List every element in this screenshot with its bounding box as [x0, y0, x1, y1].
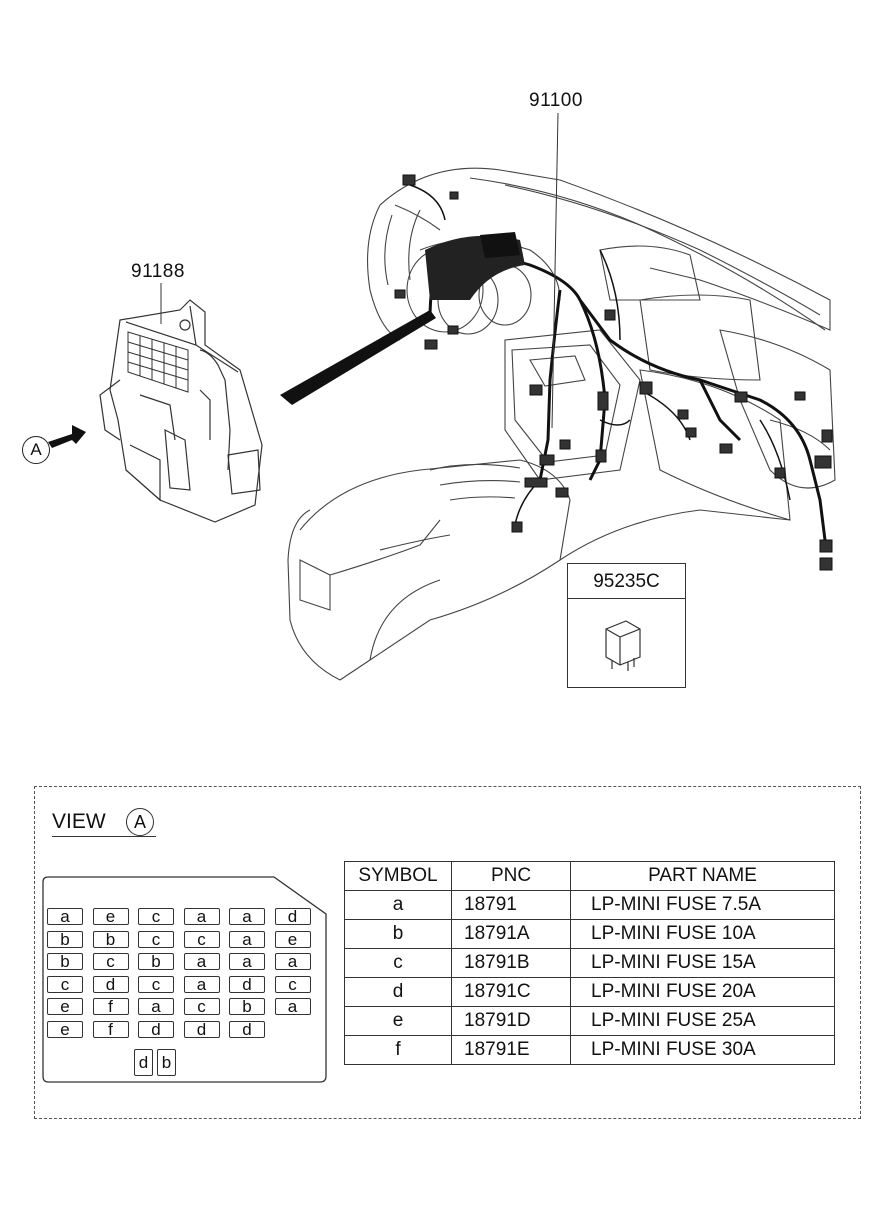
- fuse-slot: e: [92, 908, 129, 925]
- cell-symbol: a: [344, 890, 452, 920]
- cell-symbol: d: [344, 977, 452, 1007]
- fuse-slot: d: [92, 975, 129, 993]
- fuse-slot: c: [138, 975, 174, 993]
- cell-pnc: 18791C: [451, 977, 571, 1007]
- fuse-slot: d: [183, 1021, 220, 1038]
- cell-part-name: LP-MINI FUSE 10A: [570, 919, 835, 949]
- fuse-slot-large: d: [134, 1049, 153, 1076]
- cell-part-name: LP-MINI FUSE 7.5A: [570, 890, 835, 920]
- fuse-slot: b: [138, 953, 174, 971]
- header-pnc: PNC: [451, 861, 571, 891]
- cell-pnc: 18791E: [451, 1035, 571, 1065]
- fuse-slot: a: [274, 953, 311, 971]
- table-header-row: SYMBOL PNC PART NAME: [344, 861, 835, 891]
- fuse-slot: b: [47, 930, 83, 948]
- fuse-slot: b: [47, 953, 83, 971]
- relay-part-number: 95235C: [568, 564, 685, 599]
- fuse-slot: c: [274, 975, 311, 993]
- fuse-slot: f: [92, 1021, 129, 1038]
- fuse-slot: c: [47, 975, 83, 993]
- wiring-harness-illustration: [48, 167, 836, 681]
- cell-symbol: c: [344, 948, 452, 978]
- fuse-slot: b: [229, 998, 265, 1016]
- fuse-slot: a: [183, 953, 220, 971]
- fuse-slot: e: [47, 998, 83, 1016]
- fuse-slot: e: [274, 930, 311, 948]
- fuse-slot: a: [274, 998, 311, 1016]
- cell-symbol: e: [344, 1006, 452, 1036]
- cell-pnc: 18791B: [451, 948, 571, 978]
- view-a-marker: A: [22, 436, 50, 464]
- cell-part-name: LP-MINI FUSE 30A: [570, 1035, 835, 1065]
- fuse-slot: a: [229, 908, 265, 925]
- cell-symbol: f: [344, 1035, 452, 1065]
- fuse-box-outline: [42, 876, 327, 1083]
- harness-part-number: 91100: [529, 90, 583, 111]
- header-part-name: PART NAME: [570, 861, 835, 891]
- fuse-slot: a: [47, 908, 83, 925]
- fuse-slot: a: [183, 975, 220, 993]
- callout-leaders: [160, 112, 559, 429]
- view-a-panel: [34, 786, 861, 1119]
- fuse-slot: c: [92, 953, 129, 971]
- view-label: VIEW: [52, 810, 106, 833]
- junction-box-part-number: 91188: [131, 261, 185, 282]
- fuse-slot: d: [138, 1021, 174, 1038]
- cell-part-name: LP-MINI FUSE 20A: [570, 977, 835, 1007]
- view-title: VIEW A: [52, 808, 156, 837]
- cell-symbol: b: [344, 919, 452, 949]
- fuse-slot: c: [138, 930, 174, 948]
- fuse-slot: d: [274, 908, 311, 925]
- table-row: f 18791E LP-MINI FUSE 30A: [344, 1035, 835, 1065]
- relay-callout-box: 95235C: [567, 563, 686, 688]
- table-row: b 18791A LP-MINI FUSE 10A: [344, 919, 835, 949]
- cell-part-name: LP-MINI FUSE 25A: [570, 1006, 835, 1036]
- fuse-slot: d: [229, 975, 265, 993]
- fuse-slot: a: [183, 908, 220, 925]
- fuse-slot: b: [92, 930, 129, 948]
- table-row: e 18791D LP-MINI FUSE 25A: [344, 1006, 835, 1036]
- header-symbol: SYMBOL: [344, 861, 452, 891]
- cell-pnc: 18791D: [451, 1006, 571, 1036]
- relay-icon: [605, 620, 641, 671]
- fuse-slot: c: [138, 908, 174, 925]
- table-row: a 18791 LP-MINI FUSE 7.5A: [344, 890, 835, 920]
- fuse-slot: d: [229, 1021, 265, 1038]
- fuse-slot-large: b: [157, 1049, 176, 1076]
- fuse-slot: a: [229, 930, 265, 948]
- cell-part-name: LP-MINI FUSE 15A: [570, 948, 835, 978]
- fuse-slot: a: [138, 998, 174, 1016]
- cell-pnc: 18791A: [451, 919, 571, 949]
- fuse-slot: e: [47, 1021, 83, 1038]
- fuse-slot: c: [183, 998, 220, 1016]
- table-row: c 18791B LP-MINI FUSE 15A: [344, 948, 835, 978]
- fuse-slot: f: [92, 998, 129, 1016]
- fuse-slot: a: [229, 953, 265, 971]
- parts-table: SYMBOL PNC PART NAME a 18791 LP-MINI FUS…: [344, 861, 835, 1065]
- view-marker: A: [126, 808, 154, 836]
- fuse-slot: c: [183, 930, 220, 948]
- cell-pnc: 18791: [451, 890, 571, 920]
- table-row: d 18791C LP-MINI FUSE 20A: [344, 977, 835, 1007]
